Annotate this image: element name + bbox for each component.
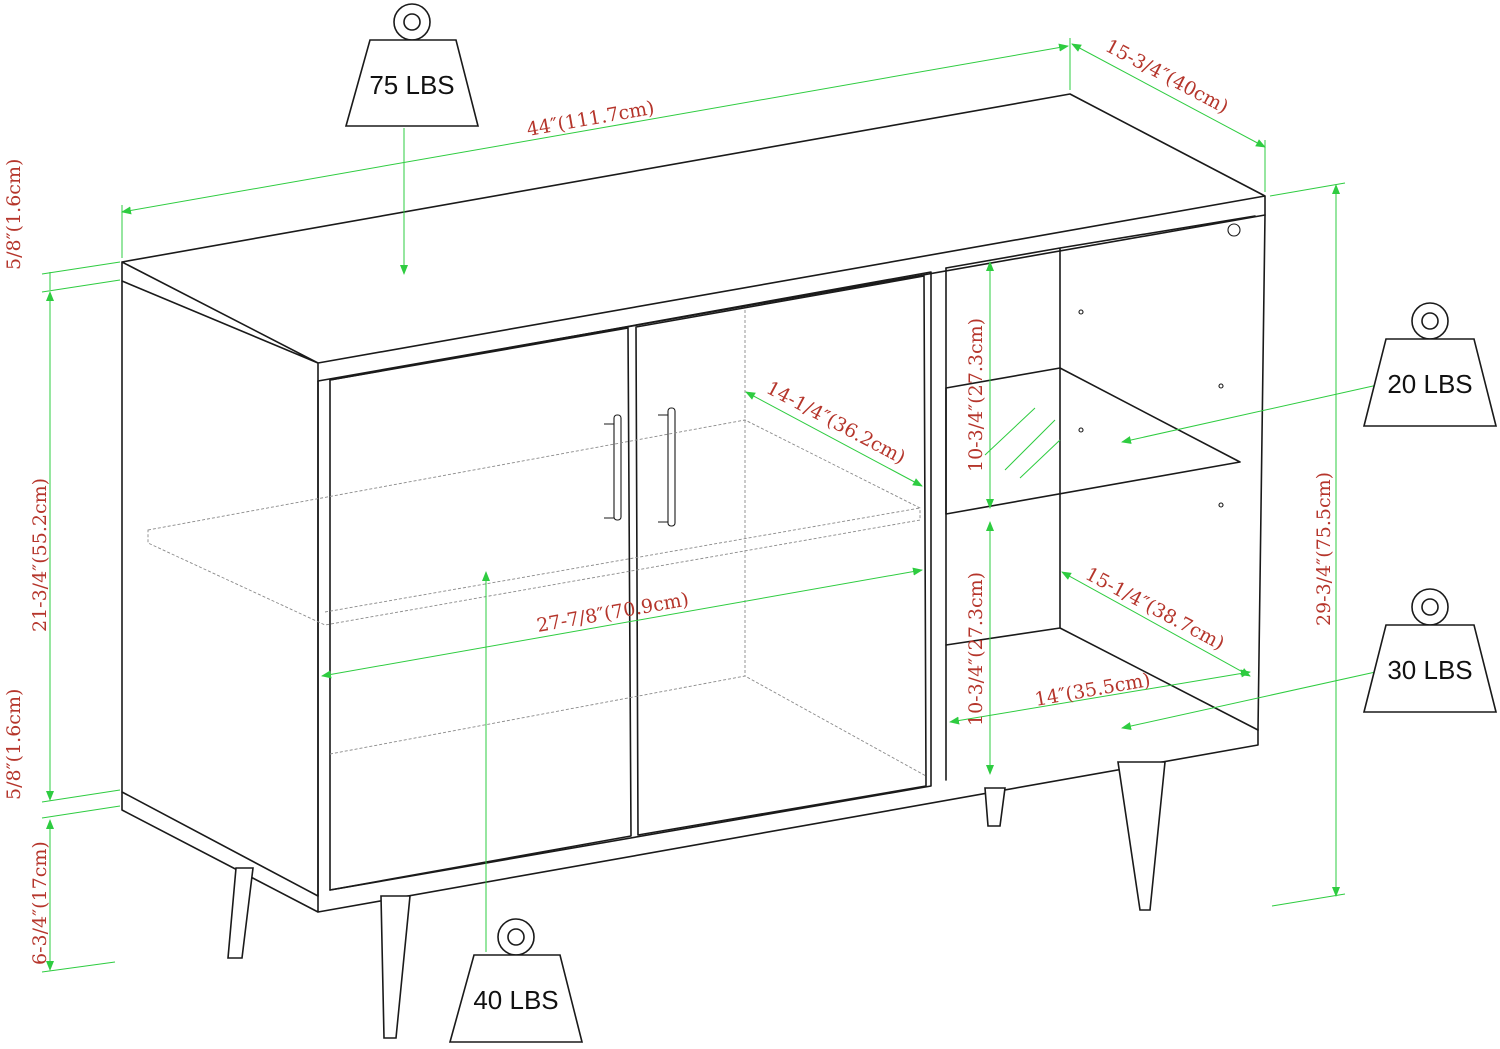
inner-shelf-hidden (147, 310, 927, 777)
weight-top: 75 LBS (344, 3, 480, 127)
leg-front-center (380, 895, 411, 1039)
dim-total-height-label: 29-3/4″(75.5cm) (1313, 472, 1335, 626)
dim-depth-line (1071, 43, 1266, 148)
door-handle-right (667, 407, 676, 527)
dim-body-height-ext (41, 789, 121, 803)
weight-ring-hole-icon (403, 13, 421, 31)
cabinet-side-panel (121, 280, 319, 897)
weight-label-shelf: 20 LBS (1387, 369, 1472, 399)
load-arrow-bottom-shelf (1121, 670, 1381, 730)
dimension-lines (41, 38, 1383, 973)
dim-cubby-depth-label: 15-1/4″(38.7cm) (1082, 563, 1228, 655)
shelf-peg (1078, 309, 1084, 315)
shelf-peg (1218, 383, 1224, 389)
shelf-peg (1078, 427, 1084, 433)
shelf-peg (1218, 502, 1224, 508)
cabinet-right-side (1257, 214, 1266, 731)
dim-bottom-thickness-label: 5/8″(1.6cm) (3, 689, 25, 800)
dim-width-label: 44″(111.7cm) (525, 97, 656, 141)
dim-width-ext (121, 38, 1071, 258)
glass-shelf (945, 367, 1241, 515)
cabinet-bottom (121, 729, 1259, 913)
weight-icon (344, 39, 480, 127)
dim-total-height-ext (1269, 182, 1346, 907)
right-door (635, 275, 927, 836)
dim-upper-cubby-label: 10-3/4″(27.3cm) (965, 318, 987, 472)
cord-hole (1227, 223, 1241, 237)
cubby-back-edges (945, 215, 1259, 731)
weight-bottom: 40 LBS (448, 918, 584, 1043)
dim-lower-cubby-label: 10-3/4″(27.3cm) (965, 572, 987, 726)
weight-label-bottom: 40 LBS (473, 985, 558, 1015)
load-arrow-shelf (1121, 383, 1383, 444)
dim-cubby-width-label: 14″(35.5cm) (1033, 669, 1152, 711)
weight-icon (1362, 624, 1498, 713)
dim-inner-depth-line (745, 391, 923, 487)
weight-icon (1362, 338, 1498, 427)
leg-back-right (1117, 761, 1166, 911)
leg-front-left (227, 867, 254, 959)
dim-top-thickness-ext (41, 261, 121, 293)
door-handle-left (613, 414, 622, 521)
cabinet-front-frame (317, 267, 947, 897)
dim-body-height-label: 21-3/4″(55.2cm) (29, 478, 51, 632)
door-handle-right-mount (658, 414, 668, 523)
sideboard-cabinet (121, 93, 1266, 1039)
weight-bottom-shelf: 30 LBS (1362, 588, 1498, 713)
glass-shelf-reflection (984, 407, 1061, 479)
dim-depth-label: 15-3/4″(40cm) (1102, 35, 1232, 118)
weight-ring-hole-icon (1421, 312, 1439, 330)
weight-shelf: 20 LBS (1362, 302, 1498, 427)
dim-cubby-width-line (949, 669, 1251, 725)
dim-inner-width-label: 27-7/8″(70.9cm) (535, 589, 691, 637)
weight-icon (448, 954, 584, 1043)
dim-bottom-thickness-ext (41, 805, 121, 819)
leg-back-center (984, 787, 1006, 827)
dim-width-line (121, 43, 1069, 215)
weight-label-top: 75 LBS (369, 70, 454, 100)
dim-top-thickness-label: 5/8″(1.6cm) (3, 159, 25, 270)
dim-inner-depth-label: 14-1/4″(36.2cm) (763, 377, 909, 469)
weight-label-bottom-shelf: 30 LBS (1387, 655, 1472, 685)
cabinet-top (121, 93, 1266, 382)
dim-cubby-depth-line (1061, 571, 1251, 677)
door-handle-left-mount (604, 423, 614, 519)
dim-leg-height-label: 6-3/4″(17cm) (29, 841, 51, 965)
weight-ring-hole-icon (507, 928, 525, 946)
weight-ring-hole-icon (1421, 598, 1439, 616)
dim-inner-width-line (321, 567, 923, 679)
dim-leg-height-ext (41, 961, 116, 973)
